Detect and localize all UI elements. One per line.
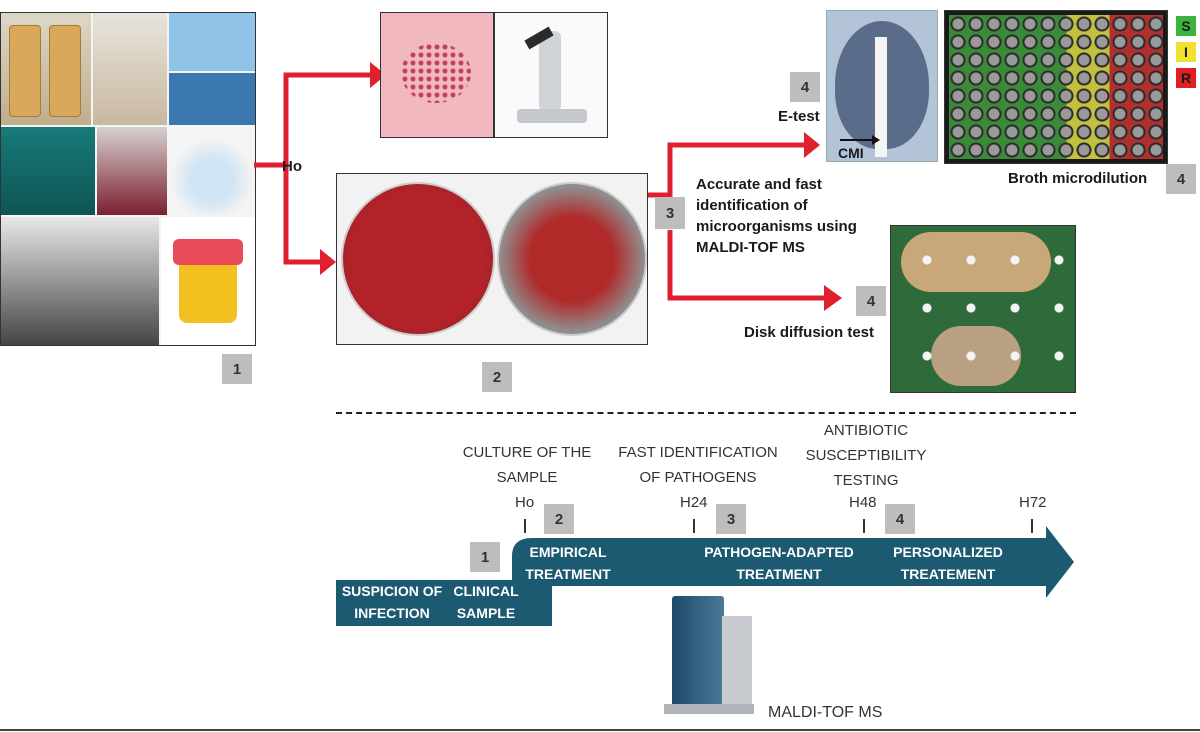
blood-bottle-b xyxy=(49,25,81,117)
empirical-treatment-label: EMPIRICAL TREATMENT xyxy=(525,544,611,582)
step-2-badge: 2 xyxy=(482,362,512,392)
culture-stage-label: CULTURE OF THE SAMPLE xyxy=(462,444,592,486)
tick-h72 xyxy=(1031,519,1033,533)
contact-lens-photo xyxy=(169,127,255,215)
susceptible-key: S xyxy=(1176,16,1196,36)
ident-branch-lower xyxy=(667,230,826,301)
resistant-key: R xyxy=(1176,68,1196,88)
tubing-photo xyxy=(169,73,255,125)
branch-arrows xyxy=(254,62,842,311)
ho-branch-label: Ho xyxy=(282,158,302,175)
culture-plate-right xyxy=(497,182,647,336)
tissue-jar-photo xyxy=(97,127,167,215)
hour-h48: H48 xyxy=(849,494,877,511)
maldi-tof-label: MALDI-TOF MS xyxy=(768,704,883,721)
timeline-step-1-badge: 1 xyxy=(470,542,500,572)
cmi-arrowhead-icon xyxy=(872,135,880,145)
instrument-tower xyxy=(672,596,724,706)
tick-h24 xyxy=(693,519,695,533)
urine-cup-lid xyxy=(173,239,243,265)
figure-bottom-border xyxy=(0,729,1200,731)
hour-h72: H72 xyxy=(1019,494,1047,511)
fast-identification-label: FAST IDENTIFICATION OF PATHOGENS xyxy=(618,444,778,486)
step-3-badge: 3 xyxy=(655,197,685,229)
broth-step-4-badge: 4 xyxy=(1166,164,1196,194)
microdilution-wells xyxy=(949,15,1163,159)
tick-h48 xyxy=(863,519,865,533)
etest-label: E-test xyxy=(778,108,820,125)
microscope-arm xyxy=(539,31,561,111)
urine-cup-body xyxy=(179,265,237,323)
maldi-tof-instrument xyxy=(664,596,754,716)
clinical-samples-collage xyxy=(0,12,256,346)
culture-branch-line xyxy=(283,165,322,265)
susceptibility-testing-label: ANTIBIOTIC SUSCEPTIBILITY TESTING xyxy=(805,422,927,489)
cmi-arrow-icon xyxy=(840,139,874,141)
blood-bottle-a xyxy=(9,25,41,117)
disk-diffusion-photo xyxy=(890,225,1076,393)
gram-stain-photo xyxy=(380,12,494,138)
sample-tubes-photo xyxy=(1,217,159,345)
timeline-step-2-badge: 2 xyxy=(544,504,574,534)
identification-text: Accurate and fast identification of micr… xyxy=(696,176,857,256)
broth-microdilution-label: Broth microdilution xyxy=(1008,170,1148,187)
etest-strip xyxy=(875,37,887,157)
disk-step-4-badge: 4 xyxy=(856,286,886,316)
culture-plate-left xyxy=(341,182,495,336)
pathogen-adapted-label: PATHOGEN-ADAPTED TREATMENT xyxy=(704,544,854,582)
catheter-photo xyxy=(169,13,255,71)
arrowhead-microscopy xyxy=(370,62,386,88)
section-divider xyxy=(336,412,1076,414)
container-photo xyxy=(93,13,167,125)
ident-branch-upper xyxy=(648,142,806,198)
culture-plates-photo xyxy=(336,173,648,345)
timeline-arrow-shape xyxy=(336,526,1074,626)
arrowhead-culture xyxy=(320,249,336,275)
personalized-treatment-label: PERSONALIZED TREATEMENT xyxy=(893,544,1003,582)
instrument-side xyxy=(722,616,752,708)
intermediate-key: I xyxy=(1176,42,1196,62)
instrument-base xyxy=(664,704,754,714)
step-1-badge: 1 xyxy=(222,354,252,384)
suspicion-label: SUSPICION OF INFECTION xyxy=(341,583,443,621)
microscope-photo xyxy=(494,12,608,138)
disk-diffusion-label: Disk diffusion test xyxy=(744,324,875,341)
etest-step-4-badge: 4 xyxy=(790,72,820,102)
main-branch-line xyxy=(254,72,372,168)
etest-photo xyxy=(826,10,938,162)
arrowhead-etest xyxy=(804,132,820,158)
hour-h24: H24 xyxy=(680,494,708,511)
timeline-step-4-badge: 4 xyxy=(885,504,915,534)
bacteria-cluster xyxy=(401,43,471,103)
clinical-sample-label: CLINICAL SAMPLE xyxy=(453,583,519,621)
hour-ho: Ho xyxy=(515,494,535,511)
microscope-base xyxy=(517,109,587,123)
timeline-step-3-badge: 3 xyxy=(716,504,746,534)
tick-ho xyxy=(524,519,526,533)
surgery-photo xyxy=(1,127,95,215)
microdilution-plate-photo xyxy=(944,10,1168,164)
antibiotic-disks xyxy=(905,236,1065,386)
arrowhead-disk xyxy=(824,285,842,311)
cmi-label: CMI xyxy=(838,145,864,161)
